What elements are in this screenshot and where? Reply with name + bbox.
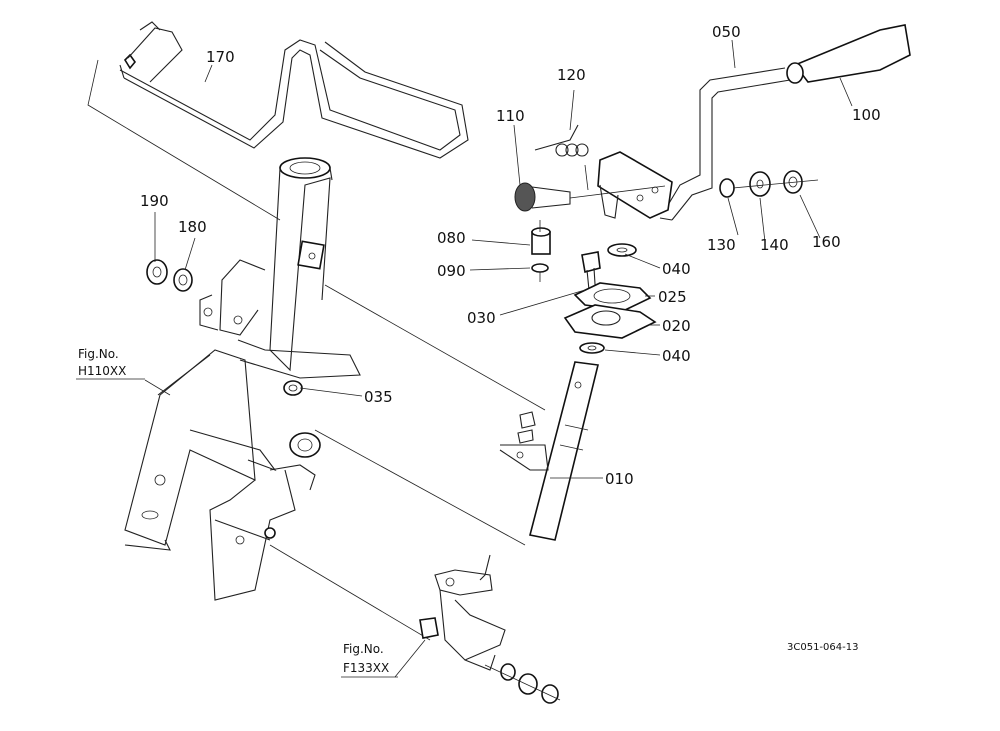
washer-040-lower [579, 342, 605, 354]
lower-linkage [419, 554, 561, 704]
plate-020 [563, 304, 657, 339]
knob-100 [786, 24, 911, 84]
fig-ref-code[interactable]: F133XX [343, 661, 389, 675]
figure-reference-f133xx[interactable]: Fig.No. F133XX [341, 642, 398, 678]
collar-080 [531, 220, 551, 255]
spring-120 [534, 124, 589, 191]
washer-180 [173, 268, 193, 292]
label-100: 100 [852, 106, 881, 124]
label-040-lower: 040 [662, 347, 691, 365]
shaft-010 [499, 361, 599, 541]
label-130: 130 [707, 236, 736, 254]
label-160: 160 [812, 233, 841, 251]
label-020: 020 [662, 317, 691, 335]
pivot-bracket [597, 151, 673, 219]
fig-ref-code[interactable]: H110XX [78, 364, 126, 378]
label-080: 080 [437, 229, 466, 247]
alignment-leader-lines [87, 59, 546, 641]
label-040-upper: 040 [662, 260, 691, 278]
label-035: 035 [364, 388, 393, 406]
fig-ref-prefix: Fig.No. [78, 347, 119, 361]
fig-ref-prefix: Fig.No. [343, 642, 384, 656]
part-numbers: 170 190 180 110 120 050 100 080 090 040 … [140, 23, 881, 488]
washer-140 [749, 171, 771, 197]
label-025: 025 [658, 288, 687, 306]
plate-025 [573, 282, 652, 311]
label-010: 010 [605, 470, 634, 488]
label-140: 140 [760, 236, 789, 254]
washer-040-upper [607, 243, 637, 257]
drawing-id: 3C051-064-13 [787, 642, 858, 653]
label-120: 120 [557, 66, 586, 84]
handle-bar-170 [119, 21, 469, 159]
bolt-030 [581, 251, 601, 301]
label-090: 090 [437, 262, 466, 280]
nut-190 [146, 259, 168, 285]
label-leaders [144, 39, 853, 678]
label-180: 180 [178, 218, 207, 236]
label-190: 190 [140, 192, 169, 210]
figure-reference-h110xx[interactable]: Fig.No. H110XX [76, 347, 145, 380]
label-030: 030 [467, 309, 496, 327]
bolt-110 [514, 182, 666, 212]
label-110: 110 [496, 107, 525, 125]
shift-lever-050 [649, 67, 791, 221]
washer-090 [531, 263, 549, 282]
label-170: 170 [206, 48, 235, 66]
washer-130 [719, 178, 735, 198]
nut-160 [732, 170, 819, 194]
label-050: 050 [712, 23, 741, 41]
steering-column-frame [124, 157, 361, 601]
